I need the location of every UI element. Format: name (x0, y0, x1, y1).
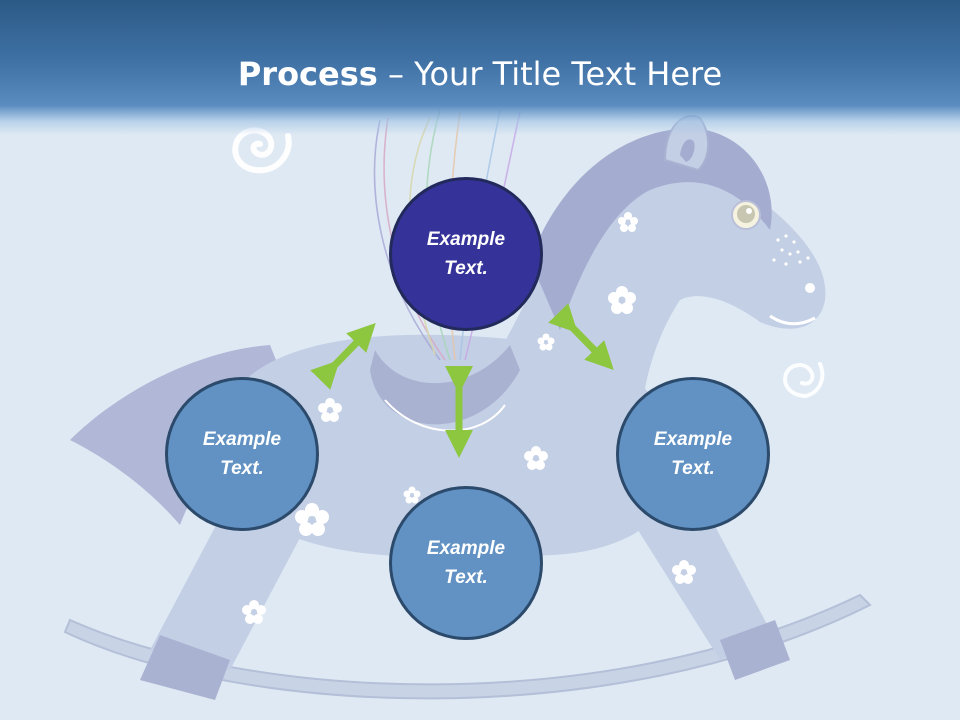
node-label: Example Text. (426, 538, 506, 588)
process-node-left[interactable]: Example Text. (165, 377, 319, 531)
title-bar (0, 0, 960, 135)
node-label: Example Text. (202, 429, 282, 479)
title-rest: – Your Title Text Here (377, 55, 723, 93)
process-node-bottom[interactable]: Example Text. (389, 486, 543, 640)
process-node-top[interactable]: Example Text. (389, 177, 543, 331)
node-label: Example Text. (653, 429, 733, 479)
title-bold: Process (237, 55, 378, 93)
process-node-right[interactable]: Example Text. (616, 377, 770, 531)
double-arrow-icon (548, 303, 614, 371)
node-label: Example Text. (426, 229, 506, 279)
slide-title: Process – Your Title Text Here (0, 52, 960, 96)
double-arrow-icon (310, 322, 376, 390)
